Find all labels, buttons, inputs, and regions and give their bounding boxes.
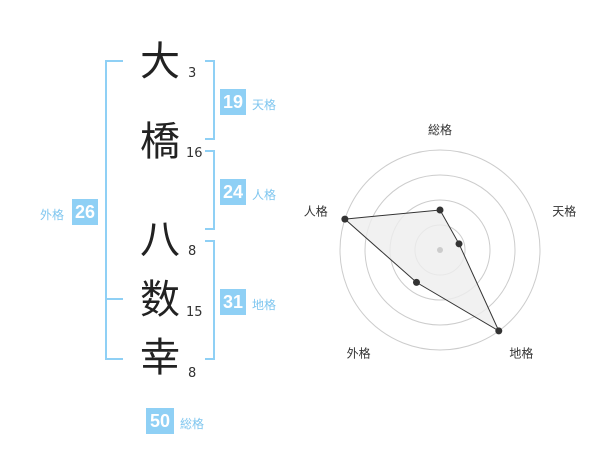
radar-point-3	[495, 327, 503, 335]
radar-axis-label-soukaku: 総格	[428, 122, 452, 137]
jinkaku-value: 24	[220, 179, 246, 205]
stroke-count-2: 16	[186, 146, 203, 161]
radar-center-dot	[437, 247, 443, 253]
name-char-4: 数	[140, 277, 180, 323]
jinkaku-bracket-vertical	[213, 150, 215, 230]
radar-axis-label-tenkaku: 天格	[552, 204, 576, 219]
stroke-count-4: 15	[186, 305, 203, 320]
name-char-3: 八	[140, 217, 180, 263]
tenkaku-value: 19	[220, 89, 246, 115]
outer-bracket-vertical	[105, 60, 107, 360]
gaikaku-value: 26	[72, 199, 98, 225]
jinkaku-bracket-bottom	[205, 228, 215, 230]
radar-chart: 総格 天格 地格 外格 人格	[304, 122, 576, 361]
stroke-count-1: 3	[188, 66, 197, 81]
radar-grid-ring-1	[339, 149, 541, 351]
jinkaku-label: 人格	[252, 188, 277, 202]
radar-grid-ring-2	[364, 174, 516, 326]
tenkaku-bracket-vertical	[213, 60, 215, 140]
name-char-2: 橋	[140, 119, 180, 165]
chikaku-bracket-bottom	[205, 358, 215, 360]
outer-bracket-mid	[105, 298, 123, 300]
radar-points	[341, 206, 503, 335]
stroke-count-3: 8	[188, 244, 197, 259]
soukaku-label: 総格	[180, 417, 205, 431]
stroke-count-5: 8	[188, 366, 197, 381]
tenkaku-label: 天格	[252, 98, 277, 112]
radar-point-2	[455, 240, 463, 248]
chikaku-bracket-top	[205, 240, 215, 242]
tenkaku-bracket-bottom	[205, 138, 215, 140]
radar-axis-label-gaikaku: 外格	[347, 346, 371, 361]
jinkaku-bracket-top	[205, 150, 215, 152]
radar-point-4	[412, 278, 420, 286]
radar-point-1	[436, 206, 444, 214]
name-char-1: 大	[140, 39, 180, 85]
chikaku-label: 地格	[252, 298, 277, 312]
gaikaku-label: 外格	[40, 208, 65, 222]
radar-axis-label-jinkaku: 人格	[304, 204, 328, 219]
outer-bracket-top	[105, 60, 123, 62]
chikaku-bracket-vertical	[213, 240, 215, 360]
radar-shape	[343, 209, 500, 333]
radar-axis-label-chikaku: 地格	[509, 346, 533, 361]
radar-point-5	[341, 215, 349, 223]
soukaku-value: 50	[146, 408, 174, 434]
tenkaku-bracket-top	[205, 60, 215, 62]
name-char-5: 幸	[140, 335, 180, 381]
chikaku-value: 31	[220, 289, 246, 315]
outer-bracket-bottom	[105, 358, 123, 360]
